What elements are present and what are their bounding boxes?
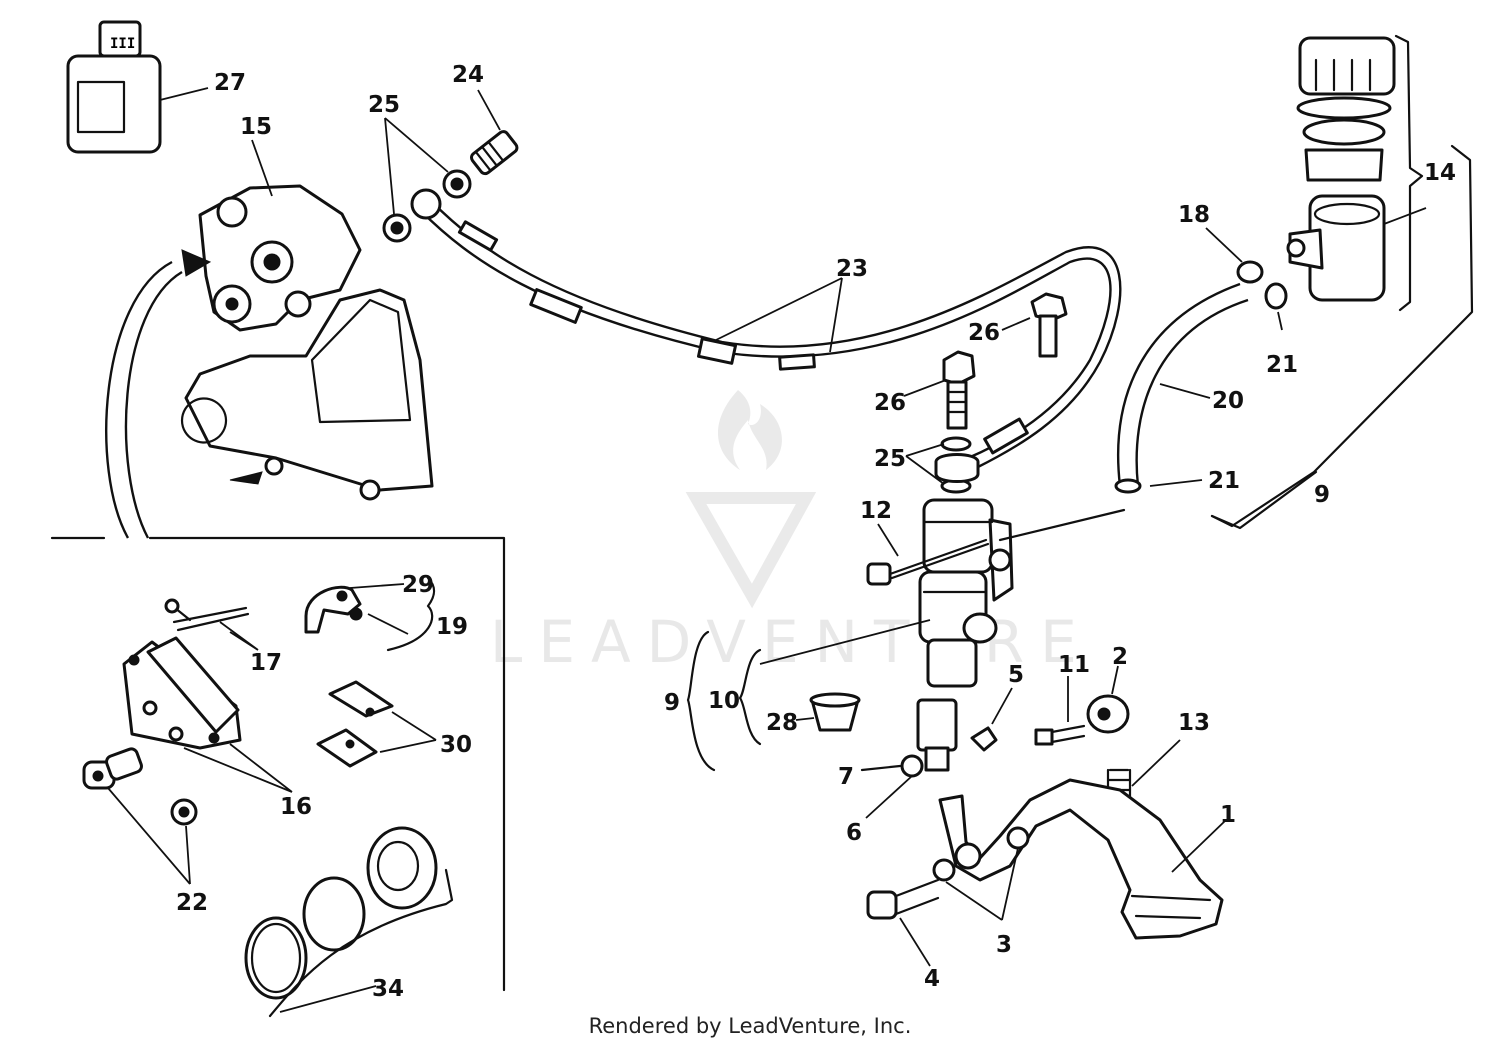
- callout-28: 28: [766, 710, 798, 736]
- callout-29: 29: [402, 572, 434, 598]
- lock-nut-5: [970, 726, 998, 752]
- callout-18: 18: [1178, 202, 1210, 228]
- callout-11: 11: [1058, 652, 1090, 678]
- callout-12: 12: [860, 498, 892, 524]
- pad-spring-clips-30: [316, 680, 394, 768]
- inset-box-frame: [50, 536, 506, 992]
- hose-clip-18: [1236, 260, 1264, 284]
- bottle-label: III: [110, 36, 135, 52]
- callout-25-upper: 25: [368, 92, 400, 118]
- banjo-bolt-upper: [470, 130, 519, 176]
- bleed-fitting-19: [304, 585, 363, 634]
- callout-25-cylinder: 25: [874, 446, 906, 472]
- pin-7: [860, 764, 902, 772]
- callout-3: 3: [996, 932, 1012, 958]
- brake-hose: [410, 188, 1122, 470]
- callout-34: 34: [372, 976, 404, 1002]
- callout-26-right: 26: [968, 320, 1000, 346]
- washer-cylinder-a: [940, 436, 972, 452]
- pivot-bolt-4: [866, 878, 940, 920]
- footer-credit: Rendered by LeadVenture, Inc.: [588, 1014, 912, 1038]
- callout-16: 16: [280, 794, 312, 820]
- callout-20: 20: [1212, 388, 1244, 414]
- dust-boot: [809, 692, 861, 732]
- caliper-to-inset-hose: [105, 260, 173, 539]
- callout-21-upper: 21: [1266, 352, 1298, 378]
- brace-10: [738, 648, 762, 746]
- bolt-11: [1034, 724, 1086, 746]
- washer-3: [932, 858, 956, 882]
- callout-7: 7: [838, 764, 854, 790]
- callout-9-right: 9: [1314, 482, 1330, 508]
- callout-15: 15: [240, 114, 272, 140]
- callout-22: 22: [176, 890, 208, 916]
- brake-fluid-bottle: III: [66, 20, 162, 154]
- brake-pedal: [938, 778, 1224, 940]
- reservoir-hose: [998, 282, 1249, 542]
- callout-9-left: 9: [664, 690, 680, 716]
- callout-5: 5: [1008, 662, 1024, 688]
- callout-10: 10: [708, 688, 740, 714]
- callout-19: 19: [436, 614, 468, 640]
- watermark-text: LEADVENTURE: [490, 608, 1093, 676]
- callout-24: 24: [452, 62, 484, 88]
- piston-seal-kit-34: [244, 826, 438, 1000]
- callout-21-lower: 21: [1208, 468, 1240, 494]
- callout-23: 23: [836, 256, 868, 282]
- brake-pads-16: [122, 636, 242, 750]
- callout-4: 4: [924, 966, 940, 992]
- mounting-bolt-12: [866, 538, 990, 586]
- hose-clip-upper: [1264, 282, 1288, 310]
- callout-14: 14: [1424, 160, 1456, 186]
- banjo-bolt-cylinder: [942, 350, 976, 430]
- callout-2: 2: [1112, 644, 1128, 670]
- callout-1: 1: [1220, 802, 1236, 828]
- banjo-bolt-right: [1030, 292, 1068, 358]
- callout-6: 6: [846, 820, 862, 846]
- rear-master-cylinder: [916, 498, 1014, 772]
- callout-26-cylinder: 26: [874, 390, 906, 416]
- brace-9: [686, 630, 716, 772]
- callout-17: 17: [250, 650, 282, 676]
- hose-clip-lower: [1114, 478, 1142, 494]
- brake-caliper-assembly: [180, 184, 434, 501]
- brake-fluid-reservoir: [1286, 36, 1396, 302]
- callout-27: 27: [214, 70, 246, 96]
- clevis-pin-6: [900, 754, 924, 778]
- pad-pins-17: [164, 598, 250, 632]
- callout-30: 30: [440, 732, 472, 758]
- caliper-bolt-22: [82, 747, 143, 790]
- callout-13: 13: [1178, 710, 1210, 736]
